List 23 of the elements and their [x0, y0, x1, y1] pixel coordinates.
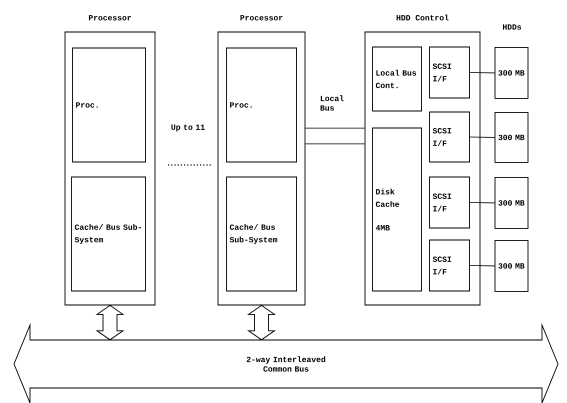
connector-line [470, 202, 495, 204]
component-box: Local Bus Cont. [372, 46, 422, 112]
connector-line [470, 136, 495, 138]
connector-line [470, 72, 495, 74]
column-heading: HDDs [502, 24, 522, 30]
component-box: SCSI I/F [429, 112, 470, 162]
count-note: Up to 11 [171, 124, 205, 132]
component-box: Disk Cache 4MB [372, 128, 422, 292]
component-box: Proc. [226, 48, 297, 162]
block-heading: Processor [88, 15, 132, 20]
component-box: SCSI I/F [429, 46, 470, 98]
component-box: SCSI I/F [429, 176, 470, 228]
edge-label: Local Bus [320, 95, 344, 111]
connector-line [470, 265, 495, 266]
bus-lines [305, 128, 365, 144]
component-box: SCSI I/F [429, 240, 470, 292]
block-heading: HDD Control [396, 14, 449, 20]
component-box: Proc. [72, 48, 146, 162]
block-heading: Processor [240, 15, 283, 20]
block-arrow [96, 304, 124, 340]
component-box: Cache/ Bus Sub-System [226, 176, 297, 292]
block-arrow [247, 304, 276, 340]
component-box: Cache/ Bus Sub-System [71, 176, 146, 292]
